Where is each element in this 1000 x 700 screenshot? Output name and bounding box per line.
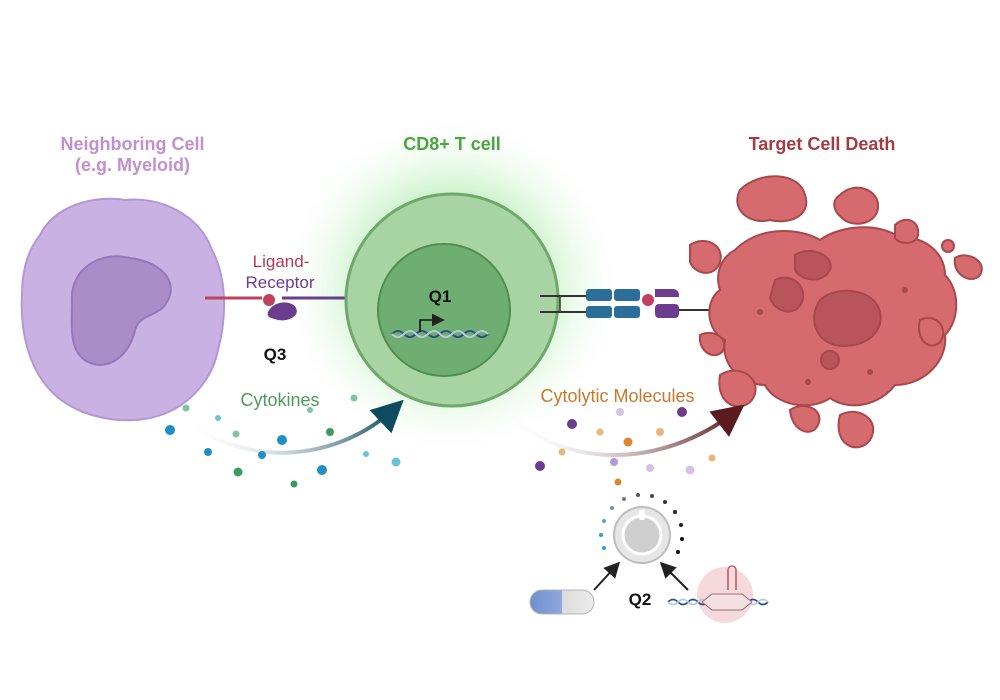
arrow-icon <box>593 561 621 591</box>
cytokines-label: Cytokines <box>240 390 320 410</box>
cytolytic-label: Cytolytic Molecules <box>540 386 695 406</box>
ligand-label: Ligand- <box>252 252 310 271</box>
target-title: Target Cell Death <box>748 134 896 154</box>
arrow-icon <box>659 561 689 591</box>
cytolytic-particles <box>535 407 716 486</box>
cytokine-particles <box>165 394 401 488</box>
neighbor-title-line2: (e.g. Myeloid) <box>74 154 190 175</box>
cd8-t-cell <box>344 192 560 408</box>
target-cell <box>689 175 983 449</box>
cytokine-arrow <box>183 399 404 455</box>
ligand-receptor-pair <box>205 294 364 321</box>
cytolytic-arrow <box>500 404 745 457</box>
receptor-icon <box>267 302 297 321</box>
neighbor-nucleus <box>70 255 172 366</box>
q3-label: Q3 <box>263 345 287 364</box>
tcr-mhc-complex <box>540 289 716 318</box>
receptor-label: Receptor <box>245 273 315 292</box>
neighboring-cell <box>20 197 226 422</box>
dial-knob-icon <box>599 493 684 564</box>
dna-icon <box>391 313 489 338</box>
pill-capsule-icon <box>529 589 595 615</box>
neighbor-title: Neighboring Cell (e.g. Myeloid) <box>40 134 225 175</box>
mrna-construct-icon <box>667 565 769 623</box>
tcell-nucleus <box>377 243 511 377</box>
q1-label: Q1 <box>428 287 452 306</box>
q2-label: Q2 <box>628 590 652 609</box>
tcell-title: CD8+ T cell <box>403 134 501 154</box>
neighbor-title-line1: Neighboring Cell <box>60 134 205 154</box>
ligand-icon <box>263 294 275 306</box>
